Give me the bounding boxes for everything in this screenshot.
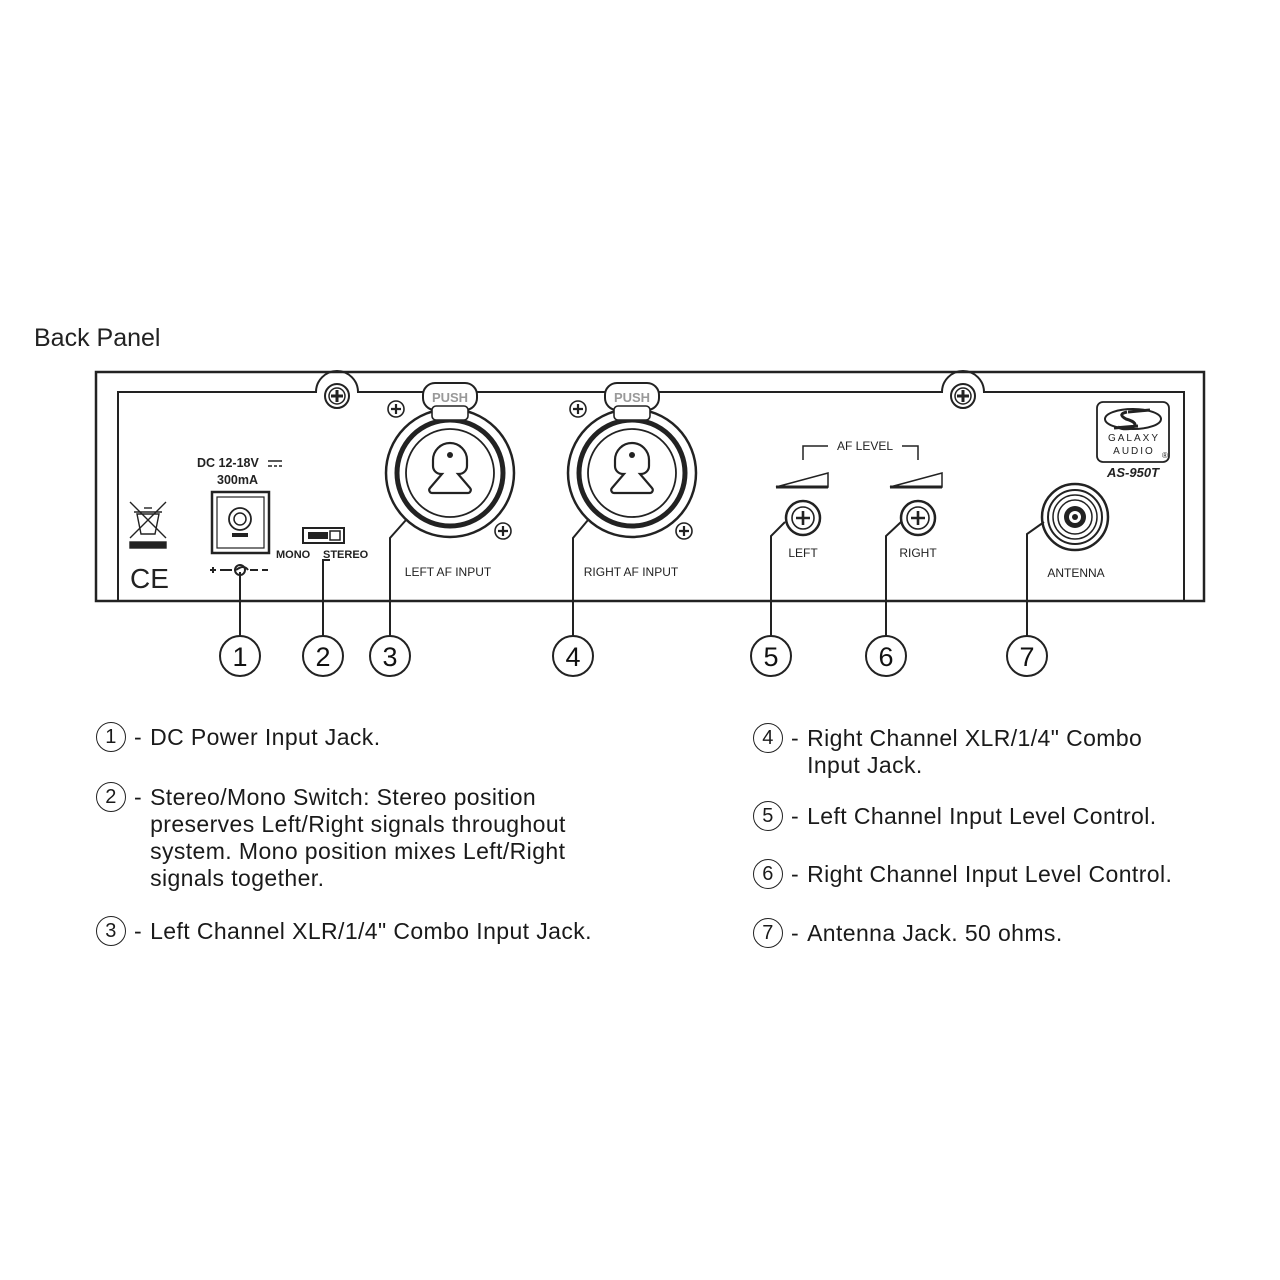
back-panel-diagram: CE DC 12-18V 300mA MONO STEREO — [94, 370, 1206, 677]
page-title: Back Panel — [34, 324, 161, 352]
top-screw-right — [950, 383, 976, 409]
svg-text:1: 1 — [232, 642, 247, 672]
antenna-jack[interactable] — [1040, 482, 1110, 552]
right-xlr-combo-jack[interactable] — [566, 382, 698, 540]
description-text: Stereo/Mono Switch: Stereo position pres… — [150, 784, 566, 891]
description-number: 4 — [753, 723, 783, 753]
power-label-line2: 300mA — [217, 473, 258, 487]
description-7: 7 - Antenna Jack. 50 ohms. — [753, 918, 1063, 948]
description-text: Right Channel Input Level Control. — [807, 861, 1173, 887]
description-text: Antenna Jack. 50 ohms. — [807, 920, 1063, 946]
description-4: 4 - Right Channel XLR/1/4" Combo Input J… — [753, 723, 1143, 779]
leader-lines — [239, 519, 1045, 636]
description-text: Left Channel Input Level Control. — [807, 803, 1157, 829]
description-number: 2 — [96, 782, 126, 812]
left-xlr-combo-jack[interactable] — [384, 382, 516, 540]
dc-symbol-icon — [268, 460, 282, 467]
brand-registered: ® — [1162, 451, 1168, 460]
callout-1: 1 — [219, 635, 261, 677]
description-number: 1 — [96, 722, 126, 752]
antenna-label: ANTENNA — [1047, 566, 1104, 580]
af-level-label: AF LEVEL — [837, 439, 893, 453]
push-label-left: PUSH — [432, 390, 468, 405]
level-right-label: RIGHT — [899, 546, 937, 560]
callout-6: 6 — [865, 635, 907, 677]
svg-text:3: 3 — [382, 642, 397, 672]
right-input-label: RIGHT AF INPUT — [584, 565, 679, 579]
switch-mono-label: MONO — [276, 549, 311, 561]
left-level-control[interactable] — [784, 499, 822, 537]
description-number: 7 — [753, 918, 783, 948]
galaxy-audio-logo: GALAXY AUDIO ® — [1096, 401, 1170, 463]
description-1: 1 - DC Power Input Jack. — [96, 722, 381, 752]
description-6: 6 - Right Channel Input Level Control. — [753, 859, 1173, 889]
description-5: 5 - Left Channel Input Level Control. — [753, 801, 1157, 831]
ce-mark: CE — [130, 563, 169, 594]
callout-2: 2 — [302, 635, 344, 677]
description-text: Left Channel XLR/1/4" Combo Input Jack. — [150, 918, 592, 944]
level-left-label: LEFT — [788, 546, 818, 560]
callout-3: 3 — [369, 635, 411, 677]
right-level-control[interactable] — [899, 499, 937, 537]
svg-text:5: 5 — [763, 642, 778, 672]
description-2: 2 - Stereo/Mono Switch: Stereo position … — [96, 782, 566, 892]
weee-bin-icon — [129, 501, 167, 549]
level-ramp-right-icon — [889, 472, 943, 488]
left-input-label: LEFT AF INPUT — [405, 565, 492, 579]
svg-text:6: 6 — [878, 642, 893, 672]
svg-text:2: 2 — [315, 642, 330, 672]
callout-7: 7 — [1006, 635, 1048, 677]
svg-text:7: 7 — [1019, 642, 1034, 672]
callout-4: 4 — [552, 635, 594, 677]
description-text: Right Channel XLR/1/4" Combo Input Jack. — [807, 725, 1143, 778]
dc-power-jack[interactable] — [210, 490, 271, 555]
polarity-icon — [210, 564, 268, 576]
level-ramp-left-icon — [775, 472, 829, 488]
top-screw-left — [324, 383, 350, 409]
brand-line1: GALAXY — [1108, 433, 1160, 444]
panel-outer-frame — [94, 370, 1206, 603]
description-text: DC Power Input Jack. — [150, 724, 381, 750]
push-label-right: PUSH — [614, 390, 650, 405]
af-level-bracket — [802, 445, 919, 460]
description-number: 6 — [753, 859, 783, 889]
description-number: 5 — [753, 801, 783, 831]
brand-line2: AUDIO — [1113, 446, 1155, 457]
switch-stereo-label: STEREO — [323, 549, 369, 561]
callout-5: 5 — [750, 635, 792, 677]
svg-text:4: 4 — [565, 642, 580, 672]
description-3: 3 - Left Channel XLR/1/4" Combo Input Ja… — [96, 916, 592, 946]
mono-stereo-switch[interactable] — [302, 527, 345, 544]
model-label: AS-950T — [1106, 465, 1160, 480]
description-number: 3 — [96, 916, 126, 946]
power-label-line1: DC 12-18V — [197, 456, 259, 470]
